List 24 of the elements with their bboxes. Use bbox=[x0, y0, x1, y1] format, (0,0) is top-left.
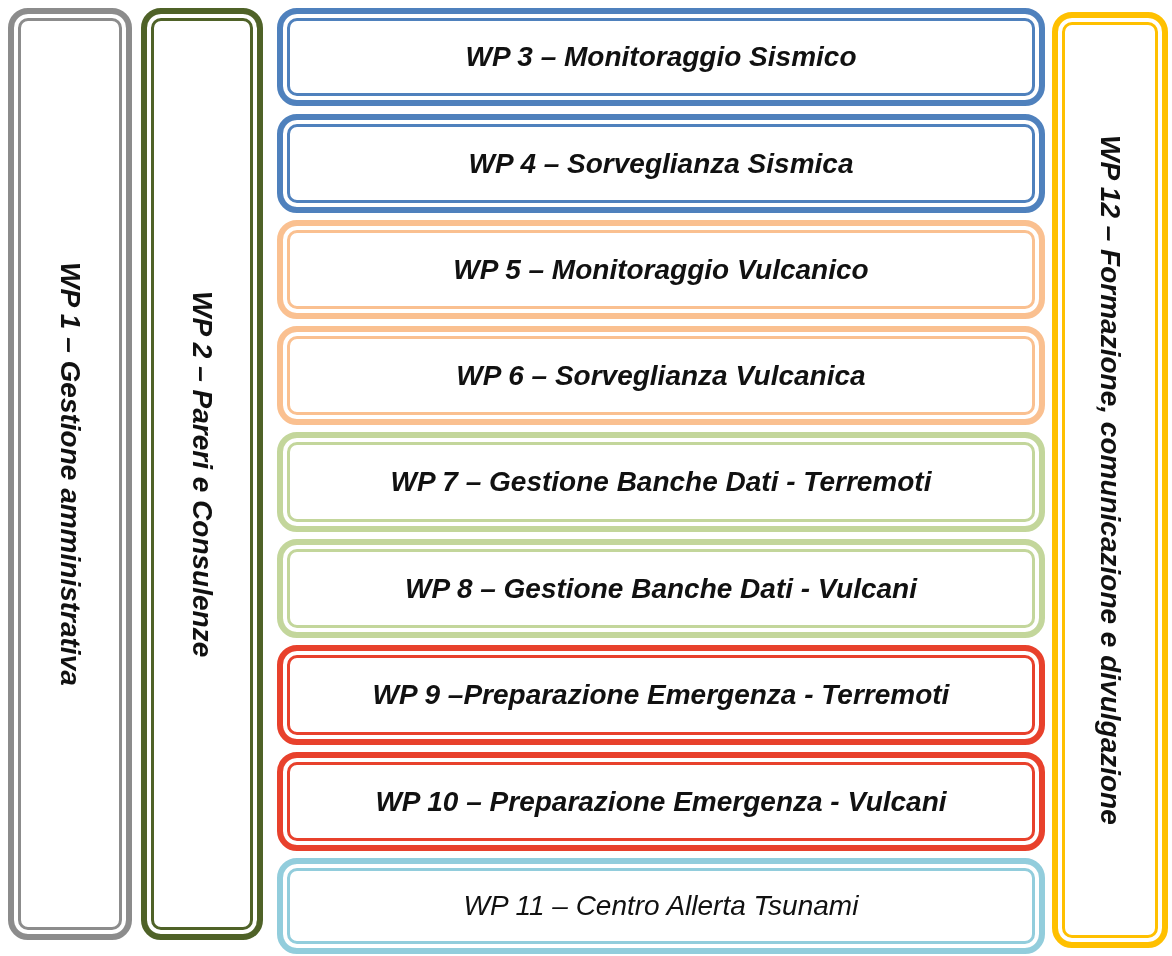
work-package-title: WP 7 – Gestione Banche Dati - Terremoti bbox=[390, 466, 932, 498]
work-package-box bbox=[277, 432, 1045, 532]
work-package-title: WP 10 – Preparazione Emergenza - Vulcani bbox=[375, 785, 947, 818]
work-package-box bbox=[1052, 12, 1168, 948]
work-package-title: WP 11 – Centro Allerta Tsunami bbox=[463, 890, 859, 922]
work-package-title: WP 12 – Formazione, comunicazione e divulgazione bbox=[1094, 135, 1126, 825]
work-package-box bbox=[277, 8, 1045, 106]
work-package-box bbox=[277, 752, 1045, 851]
work-package-title: WP 4 – Sorveglianza Sismica bbox=[468, 147, 854, 180]
work-package-title: WP 9 –Preparazione Emergenza - Terremoti bbox=[372, 679, 950, 711]
work-package-title: WP 1 – Gestione amministrativa bbox=[54, 262, 86, 686]
work-package-title: WP 2 – Pareri e Consulenze bbox=[186, 290, 218, 658]
work-package-box bbox=[277, 645, 1045, 745]
work-package-box bbox=[277, 220, 1045, 319]
work-package-title: WP 6 – Sorveglianza Vulcanica bbox=[456, 359, 866, 392]
work-package-title: WP 8 – Gestione Banche Dati - Vulcani bbox=[405, 572, 917, 605]
work-package-title: WP 5 – Monitoraggio Vulcanico bbox=[453, 253, 869, 286]
work-package-box bbox=[277, 858, 1045, 954]
work-package-title: WP 3 – Monitoraggio Sismico bbox=[465, 41, 857, 73]
work-package-box bbox=[8, 8, 132, 940]
work-package-box bbox=[141, 8, 263, 940]
work-package-box bbox=[277, 326, 1045, 425]
work-package-box bbox=[277, 539, 1045, 638]
work-package-box bbox=[277, 114, 1045, 213]
